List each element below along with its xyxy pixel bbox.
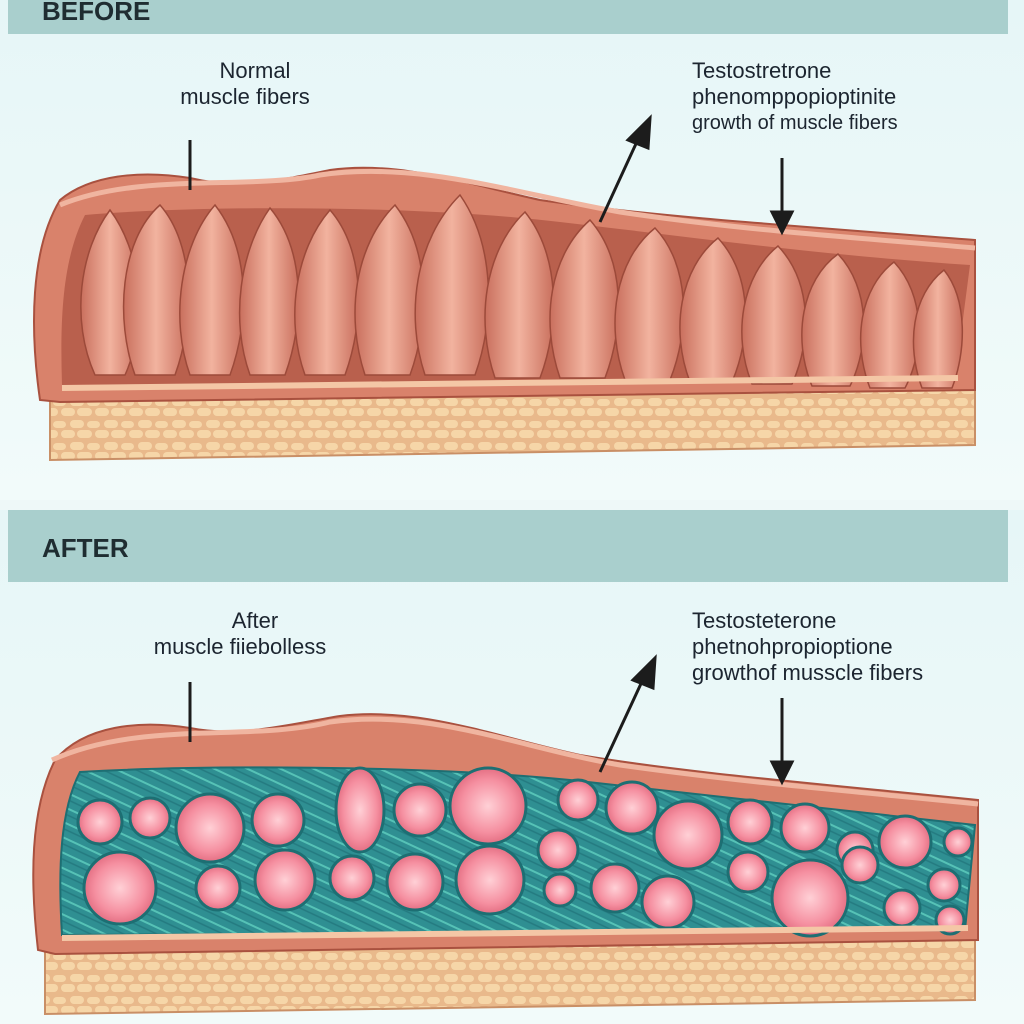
after-testosterone-label-line2: phetnohpropioptione (692, 634, 893, 659)
after-arrows (188, 654, 795, 786)
after-testosterone-label-line1: Testosteterone (692, 608, 837, 633)
normal-fibers-label: Normal muscle fibers (140, 58, 350, 110)
normal-fibers-label-line1: Normal (219, 58, 291, 83)
before-heading: BEFORE (8, 0, 1008, 34)
after-muscle-illustration (32, 654, 979, 1016)
normal-fibers-label-line2: muscle fibers (180, 84, 310, 109)
before-panel: BEFORE Normal muscle fibers Testostretro… (0, 0, 1024, 500)
after-testosterone-label-line3: growthof musscle fibers (692, 660, 924, 685)
before-muscle-fibers (80, 193, 963, 389)
before-testosterone-label: Testostretrone phenomppopioptinite growt… (692, 58, 898, 136)
after-fibers-label-line2: muscle fiiebolless (153, 634, 327, 659)
after-fibers-label-line1: After (231, 608, 279, 633)
after-testosterone-label: Testosteterone phetnohpropioptione growt… (692, 608, 923, 686)
before-arrows (188, 114, 795, 236)
before-muscle-illustration (33, 114, 976, 462)
before-testosterone-label-line3: growth of muscle fibers (692, 112, 898, 134)
after-fibers-label: After muscle fiiebolless (130, 608, 350, 660)
after-heading: AFTER (8, 510, 1008, 582)
before-testosterone-label-line1: Testostretrone (692, 58, 832, 83)
after-fiber-cross-sections (76, 766, 974, 938)
before-testosterone-label-line2: phenomppopioptinite (692, 84, 897, 109)
after-panel: AFTER After muscle fiiebolless Testostet… (0, 510, 1024, 1024)
